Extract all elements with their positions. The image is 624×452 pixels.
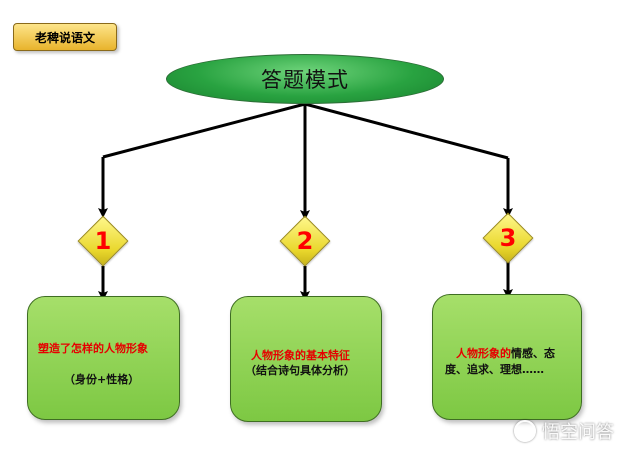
step-3-box: 人物形象的情感、态 度、追求、理想…… — [432, 294, 582, 420]
wukong-logo-icon — [514, 420, 536, 442]
step-1-title: 塑造了怎样的人物形象 — [38, 342, 148, 355]
root-node-label: 答题模式 — [261, 68, 349, 92]
step-3-line-2: 度、追求、理想…… — [445, 363, 544, 376]
step-3-line-1-red: 人物形象的 — [456, 347, 511, 360]
branch-line-right — [304, 102, 509, 160]
step-3-number: 3 — [499, 224, 517, 252]
step-1-subtitle: （身份+性格） — [64, 373, 140, 386]
watermark-text: 悟空问答 — [542, 422, 614, 443]
watermark: 悟空问答 — [514, 418, 614, 444]
author-tag: 老稗说语文 — [13, 23, 117, 51]
step-2-box: 人物形象的基本特征 （结合诗句具体分析） — [230, 296, 382, 422]
step-2-subtitle: （结合诗句具体分析） — [245, 364, 355, 377]
author-tag-label: 老稗说语文 — [34, 30, 95, 45]
branch-line-left — [102, 102, 306, 159]
step-1-box: 塑造了怎样的人物形象 （身份+性格） — [27, 296, 180, 420]
step-3-line-1-black: 情感、态 — [511, 347, 555, 360]
step-2-number: 2 — [296, 227, 314, 255]
step-3-line-1: 人物形象的情感、态 — [456, 345, 555, 361]
root-node: 答题模式 — [166, 54, 444, 104]
step-1-number: 1 — [94, 227, 112, 255]
step-2-title: 人物形象的基本特征 — [251, 349, 350, 362]
